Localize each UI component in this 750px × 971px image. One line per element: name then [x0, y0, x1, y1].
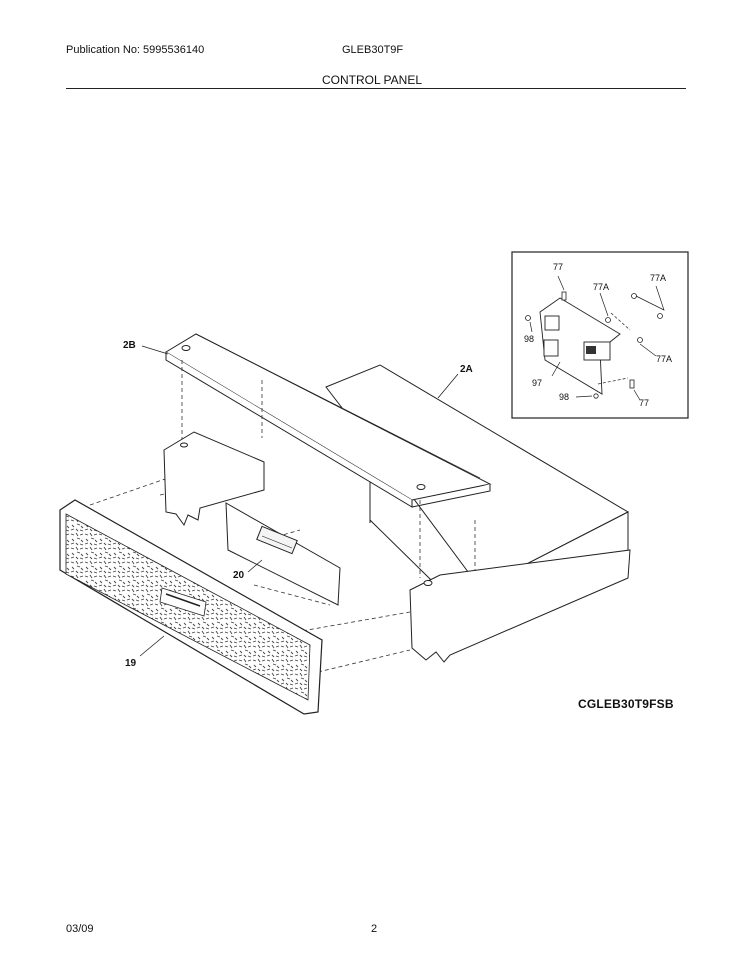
inset-callout-98-bottom: 98 [559, 392, 569, 402]
section-title: CONTROL PANEL [322, 73, 423, 87]
inset-callout-77a-left: 77A [593, 282, 609, 292]
inset-callout-97: 97 [532, 378, 542, 388]
callout-19: 19 [125, 658, 137, 669]
control-board [225, 502, 341, 606]
page-number: 2 [371, 923, 378, 935]
right-side-bracket [409, 549, 631, 663]
diagram-code: CGLEB30T9FSB [578, 697, 674, 711]
inset-callout-77a-mid: 77A [656, 354, 672, 364]
inset-callout-98-left: 98 [524, 334, 534, 344]
footer-date: 03/09 [66, 923, 94, 935]
callout-20: 20 [233, 570, 245, 581]
callout-leaders [139, 345, 459, 657]
inset-callout-77-bottom: 77 [639, 398, 649, 408]
inset-callout-77-top: 77 [553, 262, 563, 272]
model-number: GLEB30T9F [342, 44, 404, 56]
top-cover [165, 333, 492, 508]
callout-2a: 2A [460, 364, 473, 375]
inset-detail-box: 77 77A 77A 98 77A 97 98 77 [511, 251, 689, 419]
left-side-bracket [163, 431, 265, 527]
header-divider [66, 88, 686, 89]
front-console-panel [59, 499, 323, 715]
callout-2b: 2B [123, 340, 136, 351]
publication-number: Publication No: 5995536140 [66, 44, 205, 56]
inset-callout-77a-right: 77A [650, 273, 666, 283]
